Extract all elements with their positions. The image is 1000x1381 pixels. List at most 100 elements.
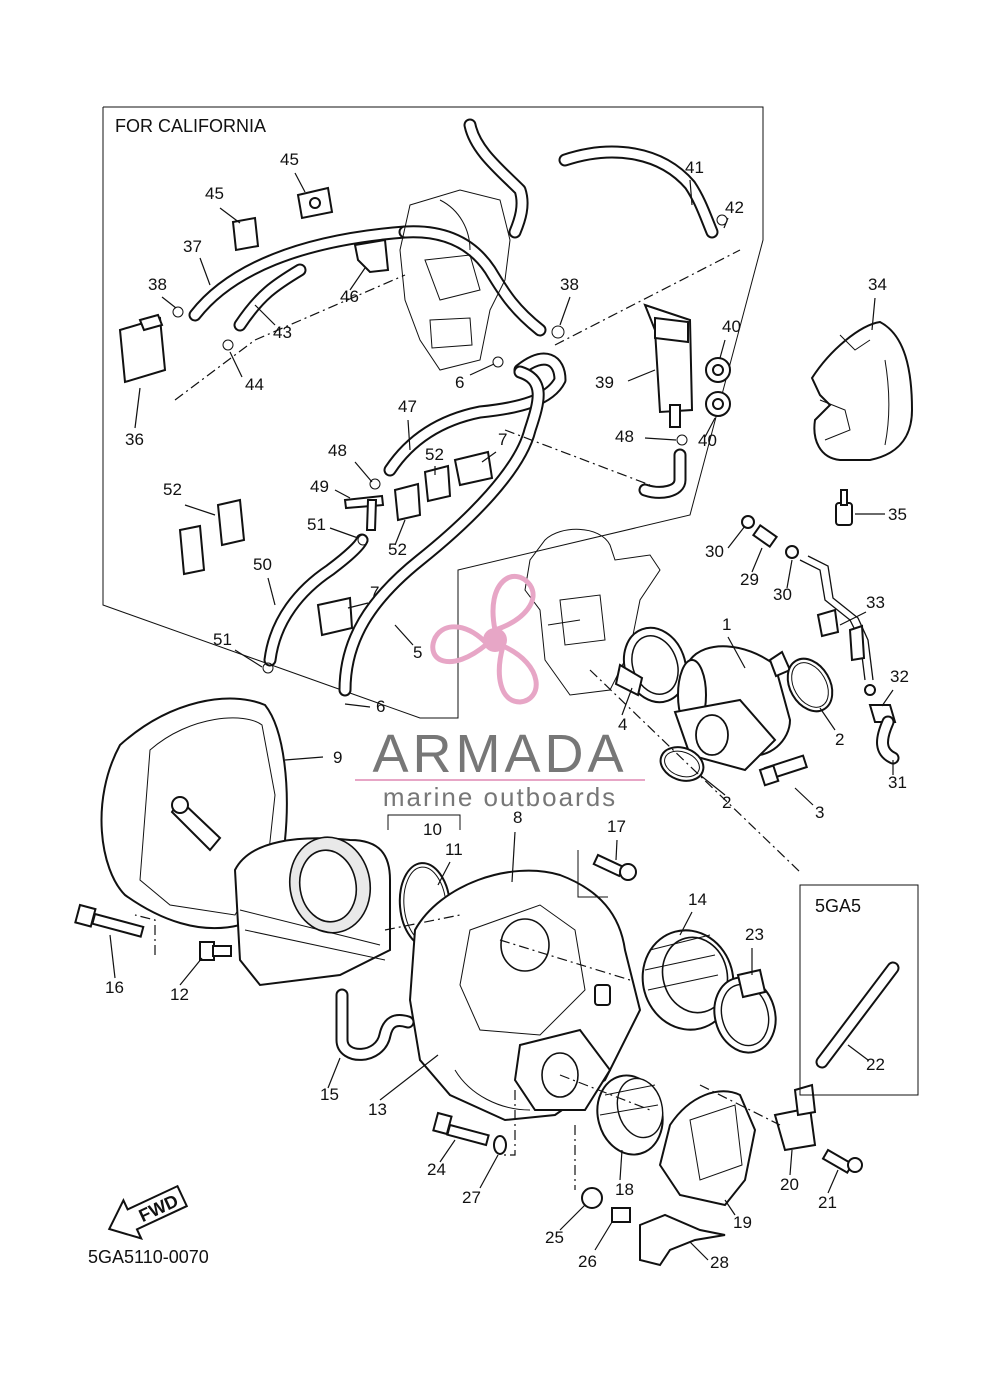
callout-2: 2 — [835, 730, 844, 749]
callout-leader-6 — [469, 363, 495, 376]
clamp-48 — [369, 478, 381, 490]
callout-leader-24 — [439, 1139, 456, 1163]
bracket-39 — [643, 303, 694, 428]
callout-leader-26 — [594, 1221, 613, 1251]
hose-43 — [233, 263, 307, 332]
callout-leader-13 — [379, 1054, 439, 1101]
callout-28: 28 — [710, 1253, 729, 1272]
callout-45: 45 — [205, 184, 224, 203]
ref-27 — [500, 1090, 516, 1156]
valve-box-36 — [118, 313, 167, 384]
case-8 — [408, 869, 642, 1122]
washer-27 — [493, 1135, 507, 1155]
clamp-48-right — [676, 434, 688, 446]
callout-leader-50 — [267, 577, 276, 606]
bracket-28 — [639, 1213, 726, 1267]
callout-1: 1 — [722, 615, 731, 634]
callout-leader-48 — [644, 437, 677, 441]
variant-box: 5GA5 — [799, 884, 919, 1096]
callout-leader-44 — [229, 351, 243, 378]
screw-21 — [821, 1148, 863, 1175]
callout-leader-6 — [344, 703, 371, 708]
callout-5: 5 — [413, 643, 422, 662]
callout-20: 20 — [780, 1175, 799, 1194]
callout-leader-49 — [334, 489, 351, 499]
callout-45: 45 — [280, 150, 299, 169]
callout-3: 3 — [815, 803, 824, 822]
callout-6: 6 — [376, 697, 385, 716]
clip-7-upper — [453, 450, 494, 487]
callout-23: 23 — [745, 925, 764, 944]
armada-watermark: ARMADA marine outboards — [355, 573, 645, 812]
callout-29: 29 — [740, 570, 759, 589]
clamp-44 — [222, 339, 234, 351]
callout-leader-5 — [394, 624, 414, 646]
fwd-arrow: FWD — [107, 1184, 189, 1240]
callout-39: 39 — [595, 373, 614, 392]
callout-labels: 1223456677891011121314151617181920212223… — [105, 150, 909, 1272]
callout-leader-34 — [871, 297, 876, 331]
callout-leader-39 — [627, 369, 656, 382]
variant-label: 5GA5 — [815, 896, 861, 916]
ref-16 — [134, 914, 156, 955]
callout-leader-45 — [294, 172, 306, 193]
callout-24: 24 — [427, 1160, 446, 1179]
callout-38: 38 — [148, 275, 167, 294]
clamp-38-left — [172, 306, 184, 318]
clip-46 — [353, 238, 390, 274]
callout-8: 8 — [513, 808, 522, 827]
callout-leader-2 — [819, 707, 836, 731]
callout-52: 52 — [425, 445, 444, 464]
callout-leader-33 — [839, 611, 867, 626]
callout-leader-43 — [254, 304, 276, 326]
clamp-51-upper — [357, 534, 369, 546]
callout-17: 17 — [607, 817, 626, 836]
clips-52-left — [178, 498, 246, 576]
callout-30: 30 — [773, 585, 792, 604]
callout-9: 9 — [333, 748, 342, 767]
callout-leader-22 — [847, 1044, 869, 1061]
inset-title: FOR CALIFORNIA — [115, 116, 266, 136]
callout-leader-52 — [184, 504, 216, 516]
callout-25: 25 — [545, 1228, 564, 1247]
intake-joint-1 — [673, 645, 792, 772]
carburetor-ghost — [524, 528, 661, 696]
callout-31: 31 — [888, 773, 907, 792]
callout-18: 18 — [615, 1180, 634, 1199]
ref-11 — [384, 914, 461, 931]
callout-26: 26 — [578, 1252, 597, 1271]
california-inset: FOR CALIFORNIA — [102, 106, 764, 719]
callout-leader-14 — [679, 911, 693, 936]
bolt-24 — [432, 1111, 490, 1147]
callout-34: 34 — [868, 275, 887, 294]
callout-leader-48 — [354, 461, 373, 483]
joint-18 — [596, 1074, 664, 1156]
callout-49: 49 — [310, 477, 329, 496]
clamp-4 — [614, 626, 688, 704]
drain-20 — [773, 1083, 817, 1152]
callout-leader-15 — [327, 1057, 341, 1089]
callout-33: 33 — [866, 593, 885, 612]
callout-42: 42 — [725, 198, 744, 217]
breather-assembly — [741, 515, 900, 765]
callout-22: 22 — [866, 1055, 885, 1074]
watermark-brand: ARMADA — [372, 724, 627, 784]
clip-45-top — [296, 186, 334, 220]
callout-leader-12 — [179, 957, 203, 986]
side-cover-34 — [810, 320, 914, 461]
hose-47 — [383, 352, 567, 477]
callout-leader-32 — [881, 689, 894, 707]
callout-6: 6 — [455, 373, 464, 392]
t-joint-49 — [343, 494, 385, 531]
callout-10: 10 — [423, 820, 442, 839]
callout-leader-4 — [621, 687, 633, 716]
callout-leader-27 — [479, 1154, 499, 1189]
callout-15: 15 — [320, 1085, 339, 1104]
hose-50 — [263, 533, 369, 667]
callout-leader-2 — [699, 774, 726, 796]
callout-35: 35 — [888, 505, 907, 524]
callout-leader-16 — [109, 934, 116, 979]
ref-20 — [699, 1084, 781, 1126]
watermark-tagline: marine outboards — [383, 782, 617, 812]
